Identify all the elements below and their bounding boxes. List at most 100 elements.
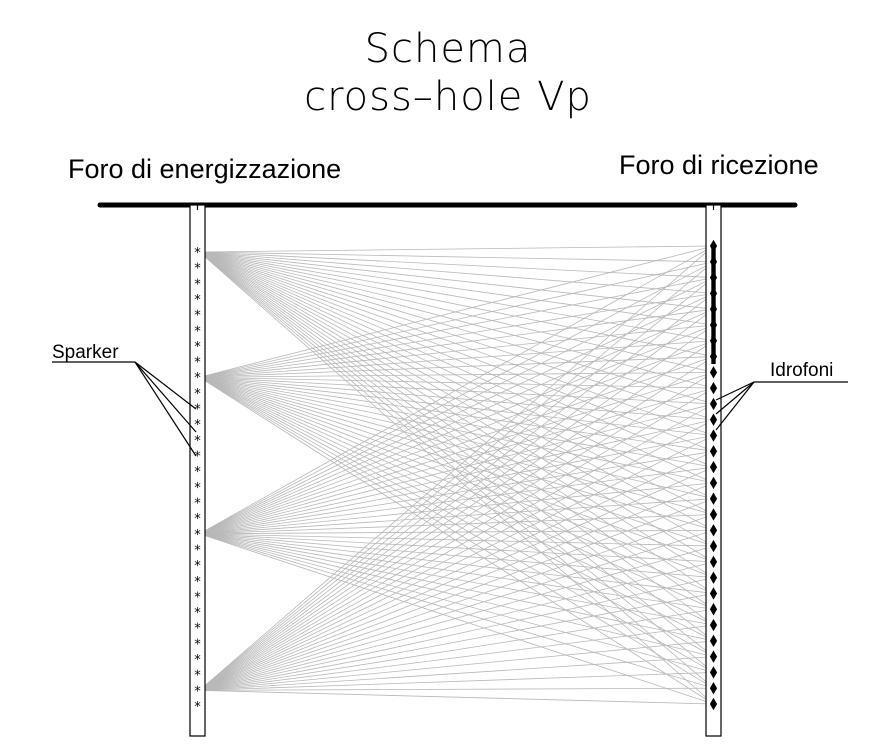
ray-path <box>199 293 714 691</box>
hydrophone-marker <box>709 429 718 442</box>
ray-path <box>199 251 714 563</box>
ray-path <box>199 376 714 500</box>
hydrophone-marker <box>709 618 718 632</box>
ray-path <box>199 245 714 535</box>
hydrophone-marker <box>709 460 718 474</box>
sparker-marker: * <box>194 684 201 699</box>
hydrophone-marker <box>709 508 718 521</box>
ray-path <box>199 376 714 563</box>
ray-path <box>199 340 714 378</box>
ray-path <box>199 245 714 691</box>
ray-path <box>199 533 714 594</box>
sparker-marker: * <box>194 293 201 308</box>
ray-path <box>199 689 714 705</box>
hydrophone-marker <box>709 650 718 663</box>
ray-path <box>199 251 714 326</box>
ray-path <box>199 577 714 691</box>
ray-path <box>199 251 714 421</box>
ray-path <box>199 533 714 642</box>
title-line-1: Schema <box>365 26 532 72</box>
ray-path <box>199 251 714 373</box>
ray-path <box>199 251 714 642</box>
hydrophone-marker <box>709 413 718 426</box>
ray-path <box>199 324 714 535</box>
hydrophone-markers <box>709 239 718 711</box>
sparker-marker: * <box>194 418 201 433</box>
ray-path <box>199 251 714 468</box>
sparker-marker: * <box>194 637 201 652</box>
sparker-marker: * <box>194 434 201 449</box>
sparker-marker: * <box>194 606 201 621</box>
sparker-marker: * <box>194 371 201 386</box>
sparker-marker: * <box>194 496 201 511</box>
sparker-marker: * <box>194 356 201 371</box>
sparker-marker: * <box>194 324 201 339</box>
ray-path <box>199 251 714 547</box>
ray-path <box>199 640 714 691</box>
ray-path <box>199 251 714 484</box>
ray-path <box>199 514 714 691</box>
sparker-marker: * <box>194 575 201 590</box>
ray-path <box>199 251 714 594</box>
ray-path <box>199 251 714 657</box>
ray-path <box>199 672 714 691</box>
sparker-callout-label: Sparker <box>52 342 119 363</box>
ray-path <box>199 251 714 342</box>
ray-path <box>199 245 714 253</box>
ray-path <box>199 419 714 691</box>
ray-path <box>199 608 714 691</box>
sparker-marker: * <box>194 277 201 292</box>
ray-path <box>199 261 714 535</box>
ray-path <box>199 435 714 535</box>
hydrophone-marker <box>709 634 718 648</box>
ray-path <box>199 251 714 673</box>
ray-path <box>199 340 714 691</box>
ray-path <box>199 251 714 436</box>
ray-path <box>199 251 714 689</box>
ray-path <box>199 656 714 691</box>
sparker-marker: * <box>194 653 201 668</box>
hydrophone-marker <box>709 697 718 711</box>
sparker-marker: * <box>194 622 201 637</box>
hydrophone-marker <box>709 571 718 584</box>
ray-path <box>199 533 714 610</box>
sparker-marker: * <box>194 465 201 480</box>
ray-path <box>199 251 714 294</box>
ray-path <box>199 533 714 547</box>
sparker-marker: * <box>194 543 201 558</box>
ray-path <box>199 251 714 452</box>
sparker-marker: * <box>194 403 201 418</box>
hydrophone-callout-leaders <box>715 381 848 431</box>
ray-path <box>199 356 714 691</box>
hydrophone-marker <box>709 539 718 553</box>
ray-path <box>199 466 714 691</box>
ray-path <box>199 529 714 691</box>
ray-path <box>199 277 714 691</box>
hydrophone-marker <box>709 476 718 490</box>
ray-path <box>199 251 714 515</box>
ray-path <box>199 372 714 691</box>
ray-path <box>199 251 714 357</box>
hydrophone-callout-label: Idrofoni <box>770 360 833 381</box>
sparker-marker: * <box>194 700 201 715</box>
sparker-marker: * <box>194 669 201 684</box>
sparker-marker: * <box>194 262 201 277</box>
ray-path <box>199 687 714 691</box>
title-line-2: cross–hole Vp <box>304 74 592 120</box>
ray-path <box>199 251 714 531</box>
hydrophone-marker <box>709 603 718 616</box>
ray-path <box>199 324 714 691</box>
ray-path <box>199 482 714 691</box>
sparker-marker: * <box>194 512 201 527</box>
hydrophone-marker <box>709 524 718 537</box>
ray-path <box>199 435 714 691</box>
hydrophone-marker <box>709 587 718 600</box>
hydrophone-dense-cluster <box>711 244 716 364</box>
ray-path <box>199 251 714 610</box>
ray-path <box>199 251 714 405</box>
hydrophone-marker <box>709 682 718 695</box>
hydrophone-marker <box>709 555 718 569</box>
sparker-marker: * <box>194 246 201 261</box>
ray-path <box>199 376 714 389</box>
